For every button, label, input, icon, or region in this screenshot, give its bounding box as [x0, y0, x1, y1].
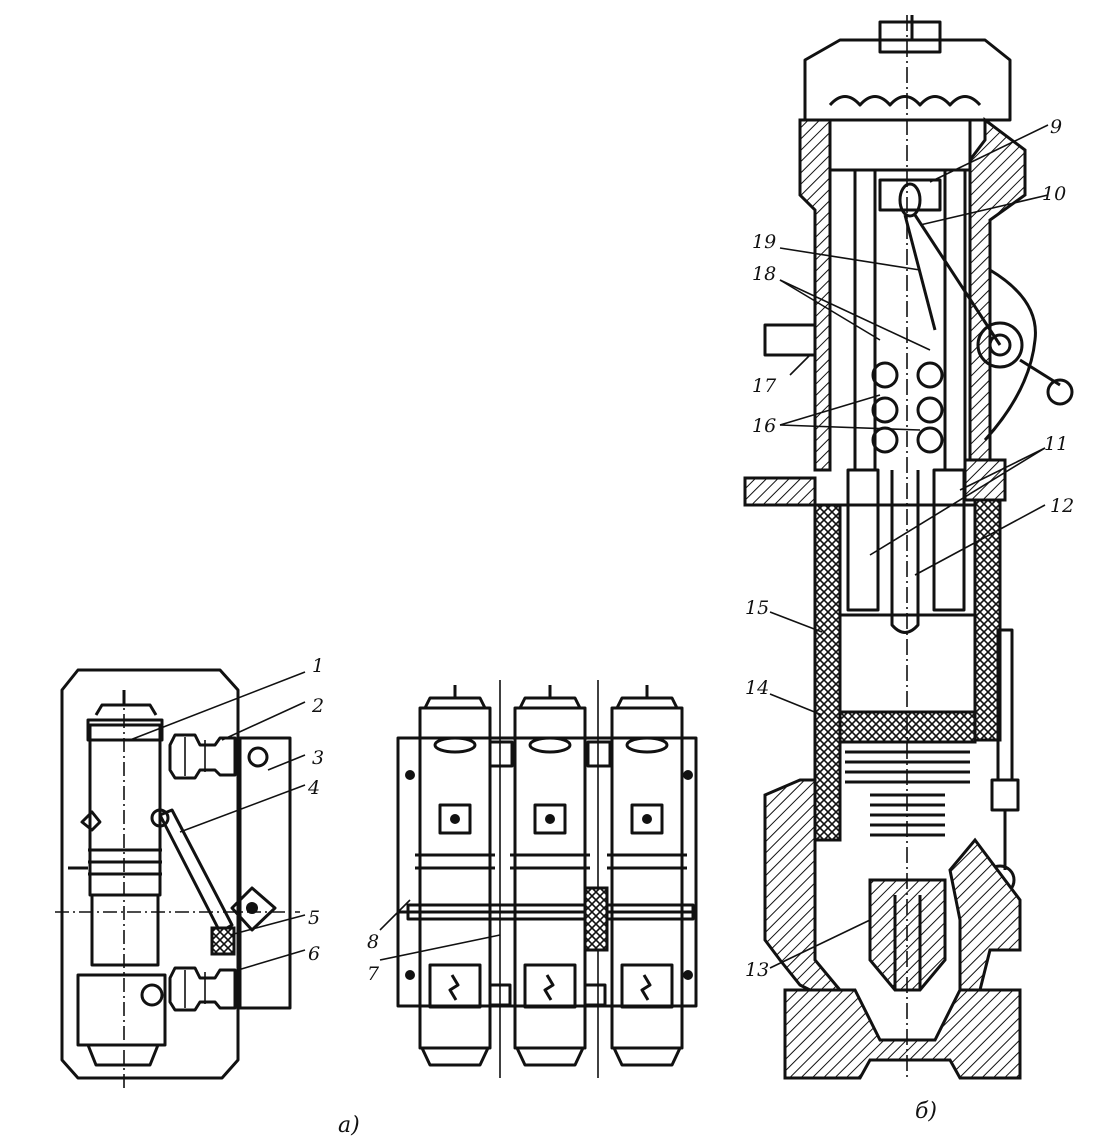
label-12: 12 — [1050, 495, 1074, 517]
label-2: 2 — [311, 695, 324, 717]
label-16: 16 — [752, 415, 776, 437]
label-10: 10 — [1042, 183, 1066, 205]
label-15: 15 — [745, 597, 769, 619]
label-14: 14 — [745, 677, 769, 699]
view-a-side — [55, 668, 300, 1090]
part-labels: 1 2 3 4 5 6 7 8 9 10 11 12 13 14 15 16 1… — [307, 116, 1074, 985]
pole-2 — [510, 685, 590, 1067]
label-17: 17 — [752, 375, 777, 397]
caption-b: б) — [915, 1099, 937, 1124]
label-18: 18 — [752, 263, 776, 285]
label-3: 3 — [312, 747, 324, 769]
label-6: 6 — [308, 943, 320, 965]
label-19: 19 — [752, 231, 776, 253]
caption-a: а) — [338, 1113, 360, 1138]
label-13: 13 — [745, 959, 769, 981]
label-11: 11 — [1044, 433, 1068, 455]
view-b-section — [743, 15, 1074, 1080]
label-4: 4 — [307, 777, 320, 799]
pole-3 — [607, 685, 687, 1067]
leader-lines — [129, 124, 1049, 971]
view-a-front — [396, 680, 698, 1078]
label-8: 8 — [367, 931, 379, 953]
label-1: 1 — [312, 655, 324, 677]
pole-1 — [415, 685, 495, 1067]
label-9: 9 — [1050, 116, 1062, 138]
label-7: 7 — [367, 963, 380, 985]
label-5: 5 — [308, 907, 320, 929]
